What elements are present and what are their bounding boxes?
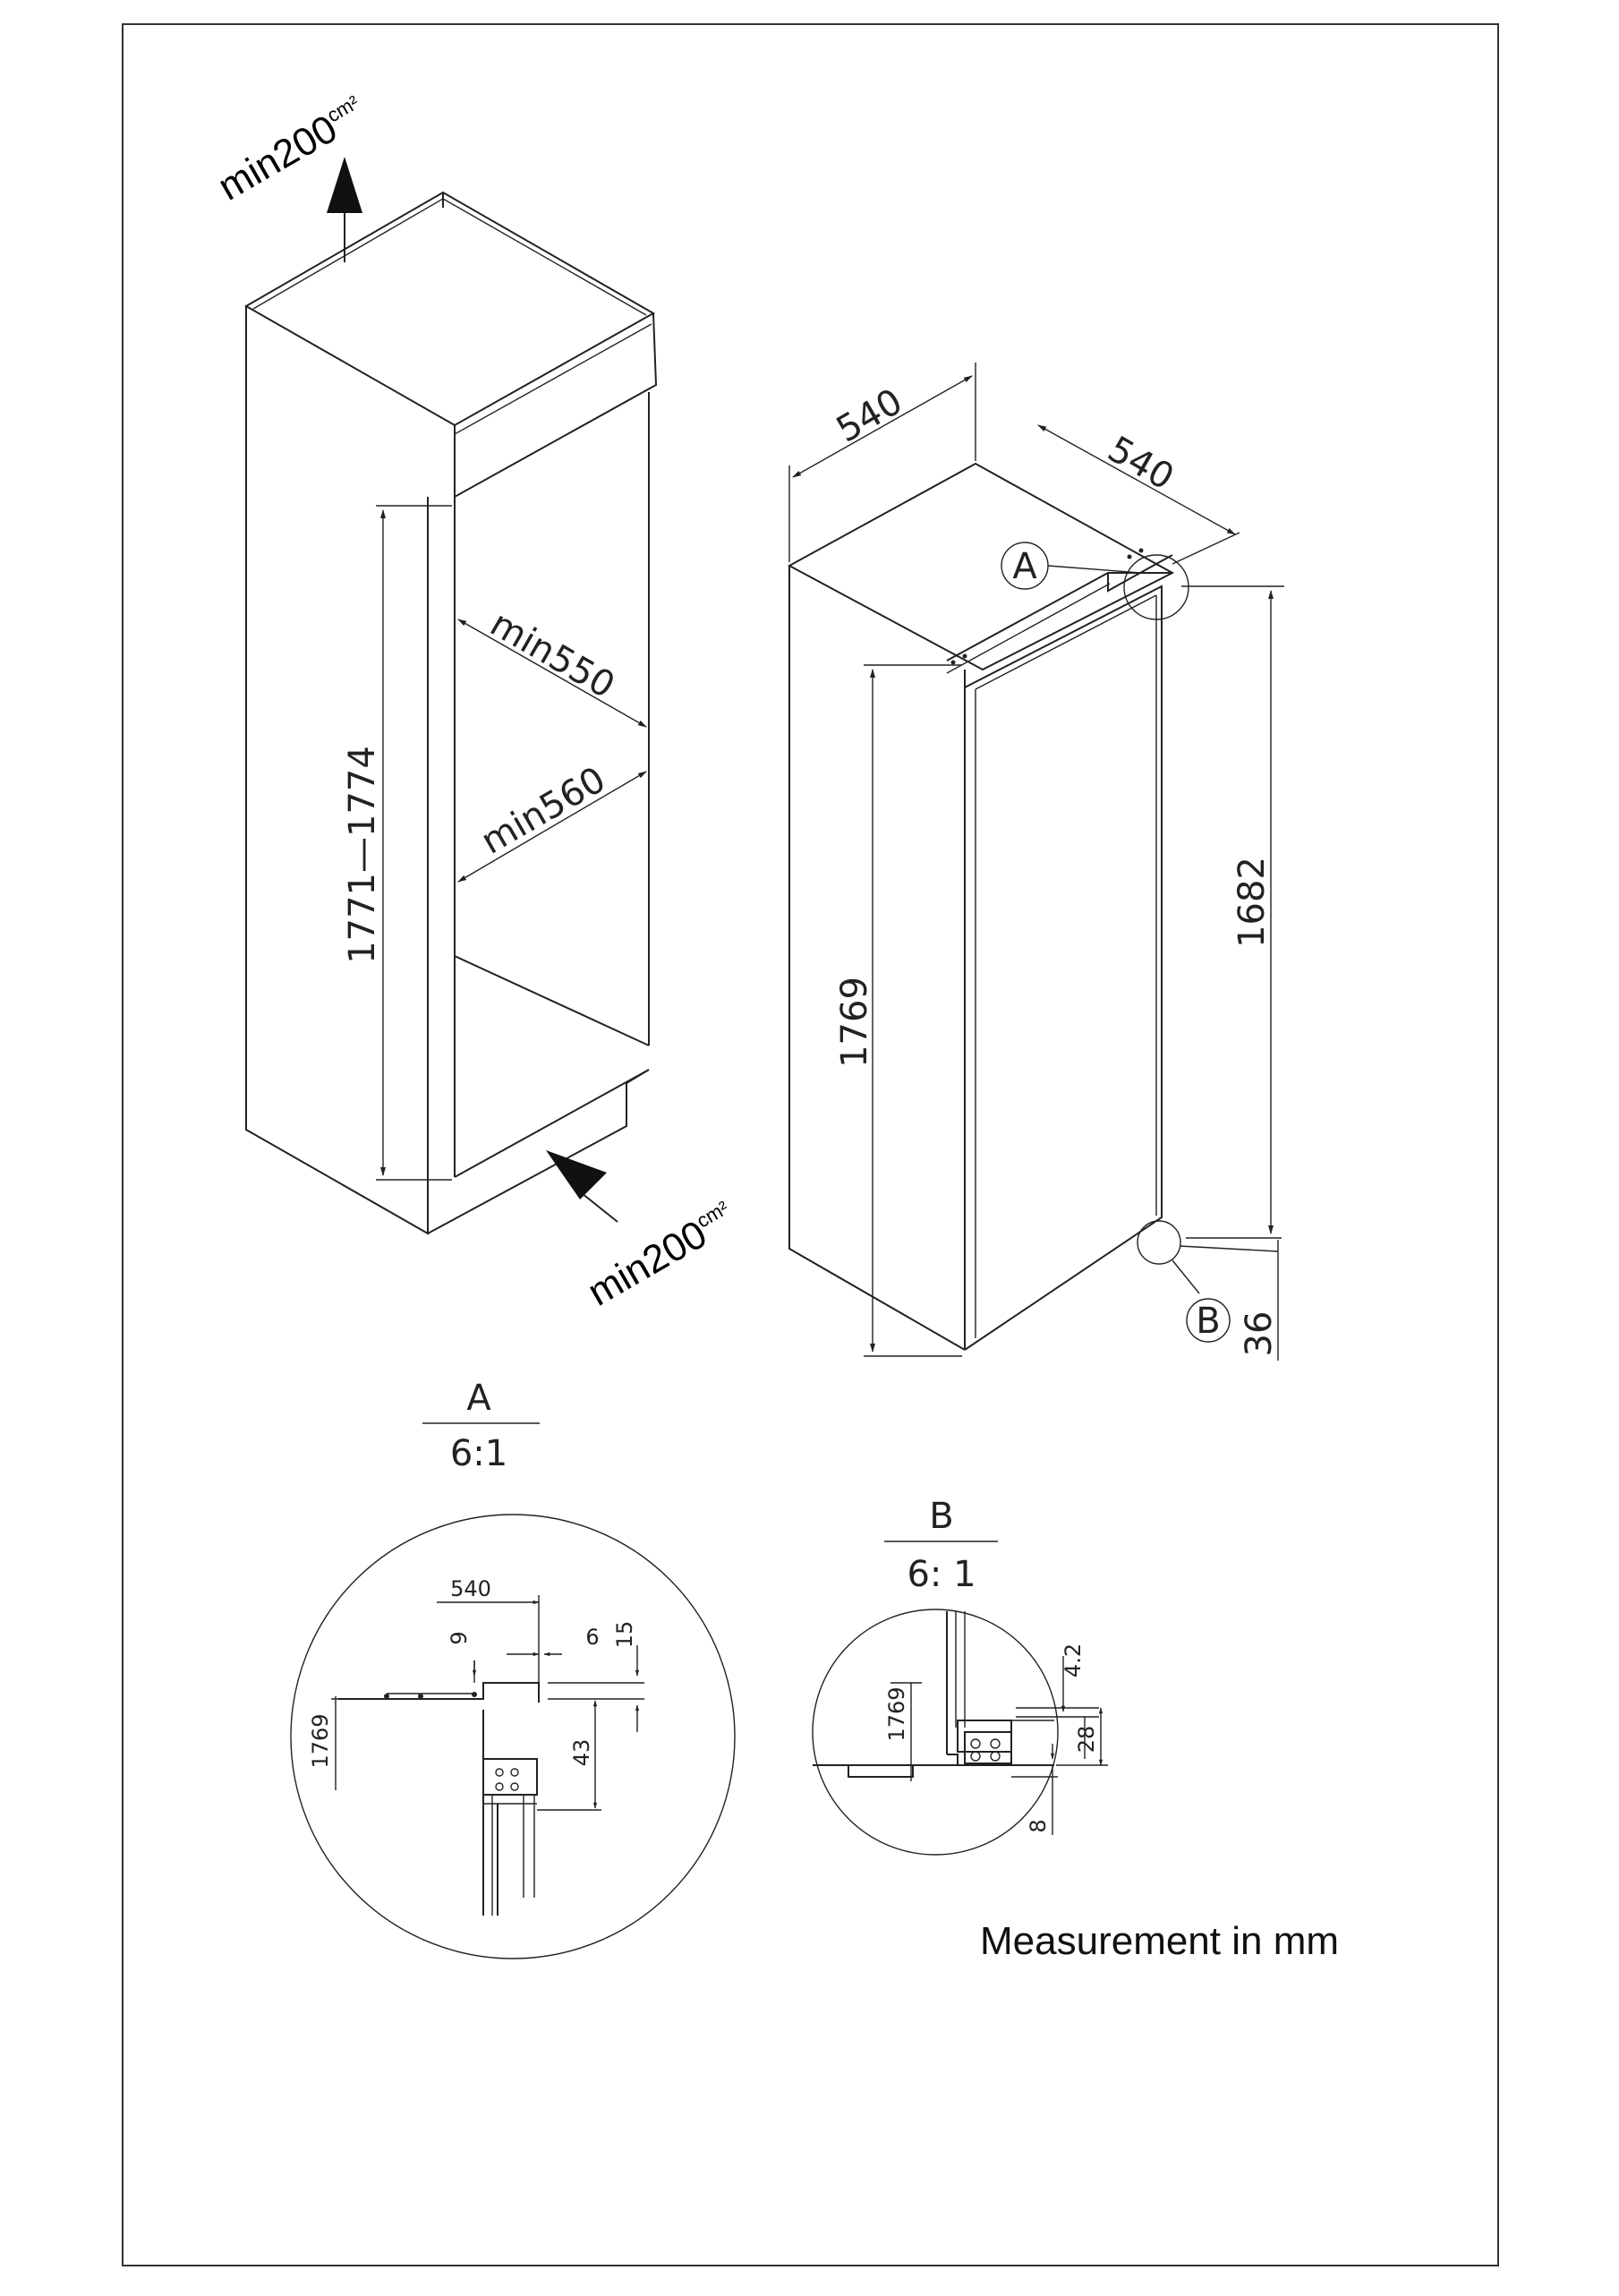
- callout-a-label: A: [1012, 546, 1037, 587]
- bottom-offset-value: 36: [1239, 1311, 1280, 1357]
- appliance-depth-dimension: [1037, 424, 1240, 565]
- vent-bottom-arrow: [546, 1150, 618, 1223]
- detail-a-d15-value: 15: [612, 1621, 637, 1649]
- detail-a-width-value: 540: [450, 1576, 491, 1601]
- detail-a-d9-value: 9: [447, 1631, 472, 1644]
- niche-height-dimension: [376, 505, 452, 1181]
- niche-depth-value: min550: [483, 603, 621, 707]
- detail-a-scale: 6:1: [450, 1433, 507, 1474]
- appliance-depth-value: 540: [1101, 429, 1180, 499]
- detail-b-scale: 6: 1: [907, 1554, 976, 1595]
- detail-a-d6-value: 6: [585, 1625, 599, 1650]
- detail-b-header: B 6: 1: [884, 1496, 998, 1595]
- sheet-frame: [122, 23, 1499, 2266]
- detail-b-height-value: 1769: [884, 1686, 909, 1741]
- appliance-body: [787, 462, 1175, 1351]
- niche-width-value: min560: [474, 759, 612, 863]
- detail-a-header: A 6:1: [422, 1378, 540, 1474]
- measurement-note: Measurement in mm: [980, 1919, 1339, 1963]
- detail-b-view: 4.2 28 8 1769: [812, 1609, 1108, 1856]
- niche-height-value: 1771—1774: [342, 746, 383, 964]
- callout-b: [1137, 1220, 1279, 1343]
- door-height-dimension: [1181, 585, 1284, 1239]
- appliance-width-dimension: [788, 363, 976, 562]
- detail-a-view: 540 9 6 15 43 1769: [290, 1514, 736, 1959]
- niche-depth-dimension: [457, 619, 647, 728]
- niche-cabinet: [243, 191, 658, 1235]
- appliance-height-dimension: [864, 664, 962, 1357]
- detail-b-label: B: [929, 1496, 953, 1537]
- vent-bottom-label: min200cm²: [581, 1196, 743, 1315]
- callout-b-label: B: [1196, 1301, 1220, 1342]
- door-height-value: 1682: [1231, 857, 1273, 948]
- niche-width-dimension: [457, 771, 647, 883]
- detail-b-d42-value: 4.2: [1061, 1643, 1086, 1677]
- detail-b-d28-value: 28: [1074, 1726, 1099, 1754]
- callout-a: [1001, 542, 1189, 620]
- appliance-width-value: 540: [830, 381, 909, 451]
- vent-top-arrow: [327, 157, 362, 262]
- detail-a-label: A: [466, 1378, 491, 1419]
- appliance-height-value: 1769: [834, 977, 875, 1068]
- detail-a-height-value: 1769: [308, 1713, 333, 1768]
- detail-a-d43-value: 43: [569, 1739, 594, 1767]
- detail-b-d8-value: 8: [1026, 1819, 1051, 1832]
